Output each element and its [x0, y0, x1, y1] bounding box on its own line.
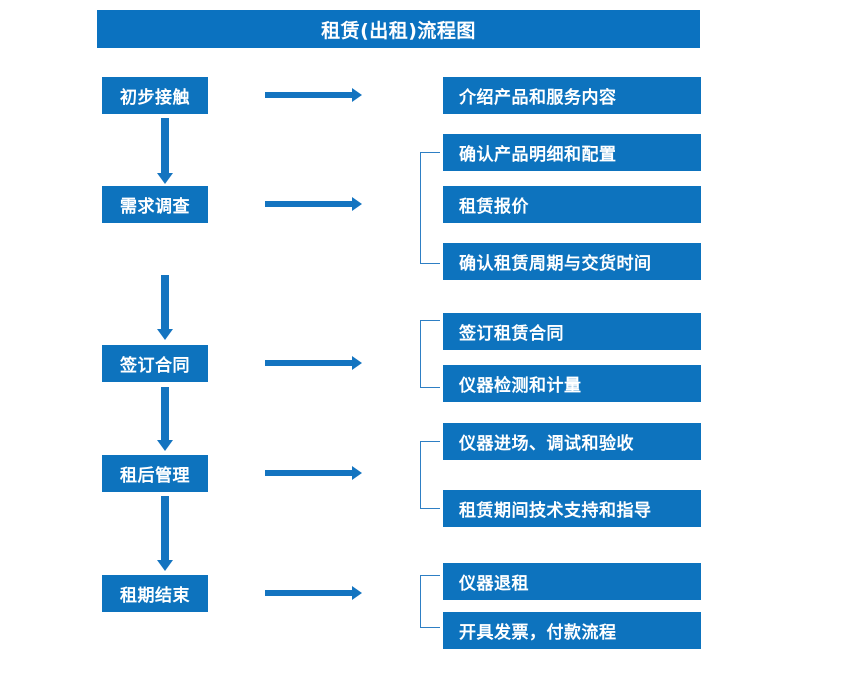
stage-box-2[interactable]: 需求调查 [102, 186, 208, 223]
vertical-arrow-icon-2 [155, 275, 175, 340]
stage-box-5[interactable]: 租期结束 [102, 575, 208, 612]
group-bracket-icon-5 [420, 575, 440, 628]
group-bracket-icon-2 [420, 152, 440, 264]
stage-box-4[interactable]: 租后管理 [102, 455, 208, 492]
detail-box-4[interactable]: 确认租赁周期与交货时间 [443, 243, 701, 280]
horizontal-arrow-icon-4 [265, 465, 362, 481]
vertical-arrow-icon-4 [155, 496, 175, 571]
detail-box-2[interactable]: 确认产品明细和配置 [443, 134, 701, 171]
detail-box-7[interactable]: 仪器进场、调试和验收 [443, 423, 701, 460]
detail-box-8[interactable]: 租赁期间技术支持和指导 [443, 490, 701, 527]
group-bracket-icon-4 [420, 441, 440, 509]
detail-box-3[interactable]: 租赁报价 [443, 186, 701, 223]
stage-box-3[interactable]: 签订合同 [102, 345, 208, 382]
detail-box-1[interactable]: 介绍产品和服务内容 [443, 77, 701, 114]
detail-box-10[interactable]: 开具发票，付款流程 [443, 612, 701, 649]
detail-box-9[interactable]: 仪器退租 [443, 563, 701, 600]
stage-box-1[interactable]: 初步接触 [102, 77, 208, 114]
vertical-arrow-icon-1 [155, 118, 175, 184]
horizontal-arrow-icon-5 [265, 585, 362, 601]
detail-box-6[interactable]: 仪器检测和计量 [443, 365, 701, 402]
group-bracket-icon-3 [420, 320, 440, 388]
horizontal-arrow-icon-2 [265, 196, 362, 212]
horizontal-arrow-icon-1 [265, 87, 362, 103]
horizontal-arrow-icon-3 [265, 355, 362, 371]
detail-box-5[interactable]: 签订租赁合同 [443, 313, 701, 350]
diagram-title: 租赁(出租)流程图 [97, 10, 700, 48]
vertical-arrow-icon-3 [155, 387, 175, 451]
